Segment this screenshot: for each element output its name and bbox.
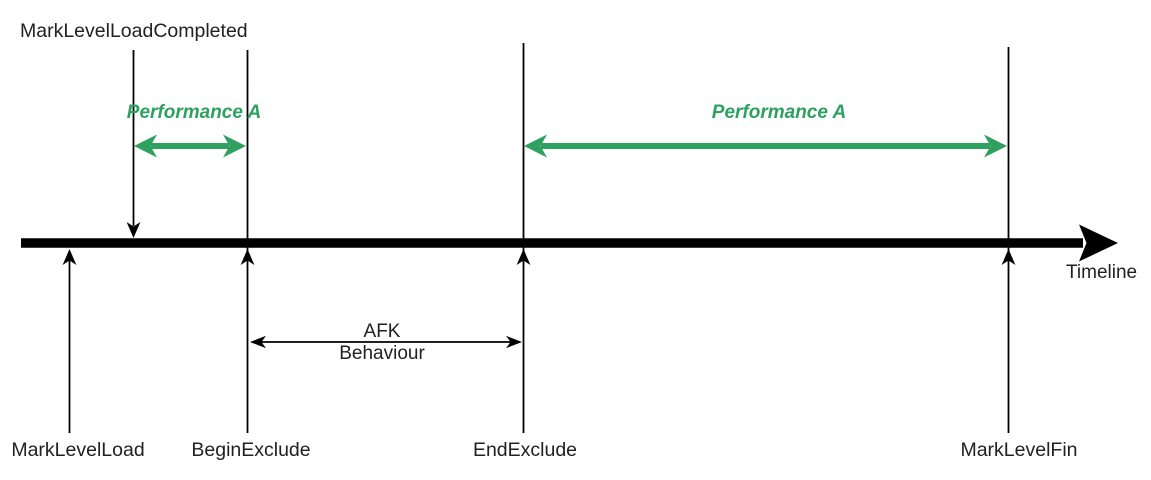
event-label-load: MarkLevelLoad	[11, 439, 144, 461]
event-arrowhead-up-icon	[62, 249, 77, 265]
event-label-load-completed: MarkLevelLoadCompleted	[20, 20, 248, 42]
green-arrowhead-right-icon	[223, 134, 246, 158]
afk-label-line2: Behaviour	[339, 343, 425, 364]
event-arrowhead-up-icon	[516, 249, 531, 265]
green-arrowhead-left-icon	[134, 134, 157, 158]
event-label-fin: MarkLevelFin	[960, 439, 1077, 461]
green-arrowhead-right-icon	[984, 134, 1007, 158]
afk-arrowhead-right-icon	[506, 335, 522, 349]
event-arrowhead-up-icon	[240, 249, 255, 265]
green-arrowhead-left-icon	[524, 134, 547, 158]
performance-a-left-label: Performance A	[127, 102, 261, 123]
afk-label-line1: AFK	[364, 321, 401, 342]
timeline-label: Timeline	[1066, 262, 1137, 283]
event-arrowhead-up-icon	[1001, 249, 1016, 265]
afk-arrowhead-left-icon	[250, 335, 266, 349]
event-arrowhead-down-icon	[126, 222, 141, 238]
performance-a-right-label: Performance A	[712, 102, 846, 123]
event-label-begin-exclude: BeginExclude	[191, 439, 310, 461]
event-label-end-exclude: EndExclude	[473, 439, 577, 461]
timeline-arrowhead-icon	[1079, 224, 1118, 262]
